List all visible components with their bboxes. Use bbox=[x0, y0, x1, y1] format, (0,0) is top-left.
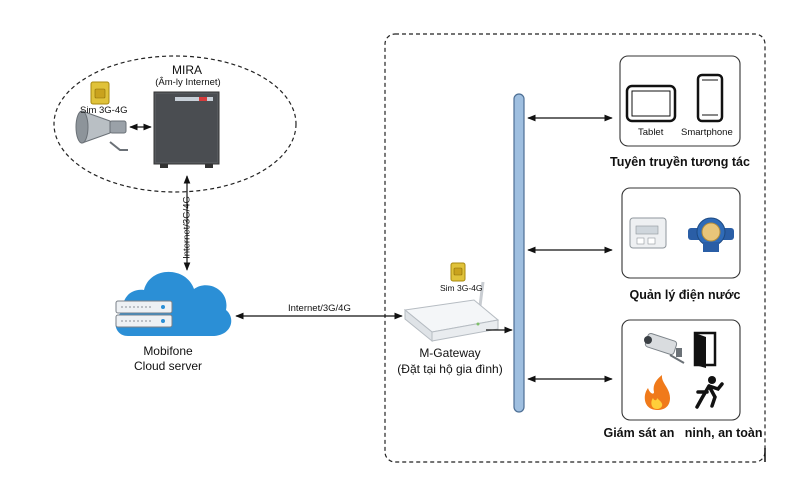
mira-sim-label: Sim 3G-4G bbox=[80, 105, 128, 116]
running-person-icon bbox=[695, 376, 724, 409]
gateway-sim-label: Sim 3G-4G bbox=[440, 283, 483, 293]
mira-title: MIRA bbox=[172, 63, 202, 77]
network-bus bbox=[513, 93, 525, 413]
mira-subtitle: (Âm-ly Internet) bbox=[155, 77, 221, 88]
mira-link-label: Internet/3G/4G bbox=[181, 196, 193, 259]
water-meter-icon bbox=[688, 217, 734, 252]
tablet-label: Tablet bbox=[638, 127, 664, 138]
gateway-sim-card-icon bbox=[450, 262, 466, 282]
security-devices-box bbox=[621, 319, 741, 421]
service-title-security: Giám sát an ninh, an toàn bbox=[603, 426, 763, 440]
service-title-utility: Quản lý điện nước bbox=[629, 288, 741, 302]
gateway-name: M-Gateway bbox=[419, 346, 481, 360]
utility-meters-box bbox=[621, 187, 741, 279]
smartphone-label: Smartphone bbox=[681, 127, 733, 138]
service-title-interactive: Tuyên truyền tương tác bbox=[610, 155, 750, 169]
door-icon bbox=[693, 331, 717, 368]
cctv-camera-icon bbox=[644, 332, 685, 364]
sim-card-icon bbox=[90, 81, 110, 105]
cloud-name: Mobifone bbox=[143, 344, 193, 358]
gateway-router-icon bbox=[403, 281, 500, 343]
cloud-server-icon bbox=[115, 271, 232, 336]
loudspeaker-icon bbox=[75, 110, 128, 151]
smartphone-icon bbox=[696, 73, 724, 123]
cloud-link-label: Internet/3G/4G bbox=[288, 303, 351, 314]
cloud-role: Cloud server bbox=[133, 359, 203, 373]
gateway-location: (Đặt tại hộ gia đình) bbox=[397, 362, 503, 376]
tablet-icon bbox=[625, 84, 677, 123]
mira-group-boundary bbox=[53, 55, 297, 193]
fire-icon bbox=[644, 375, 670, 410]
mira-amplifier-cabinet-icon bbox=[153, 91, 220, 168]
electric-meter-icon bbox=[629, 217, 667, 249]
